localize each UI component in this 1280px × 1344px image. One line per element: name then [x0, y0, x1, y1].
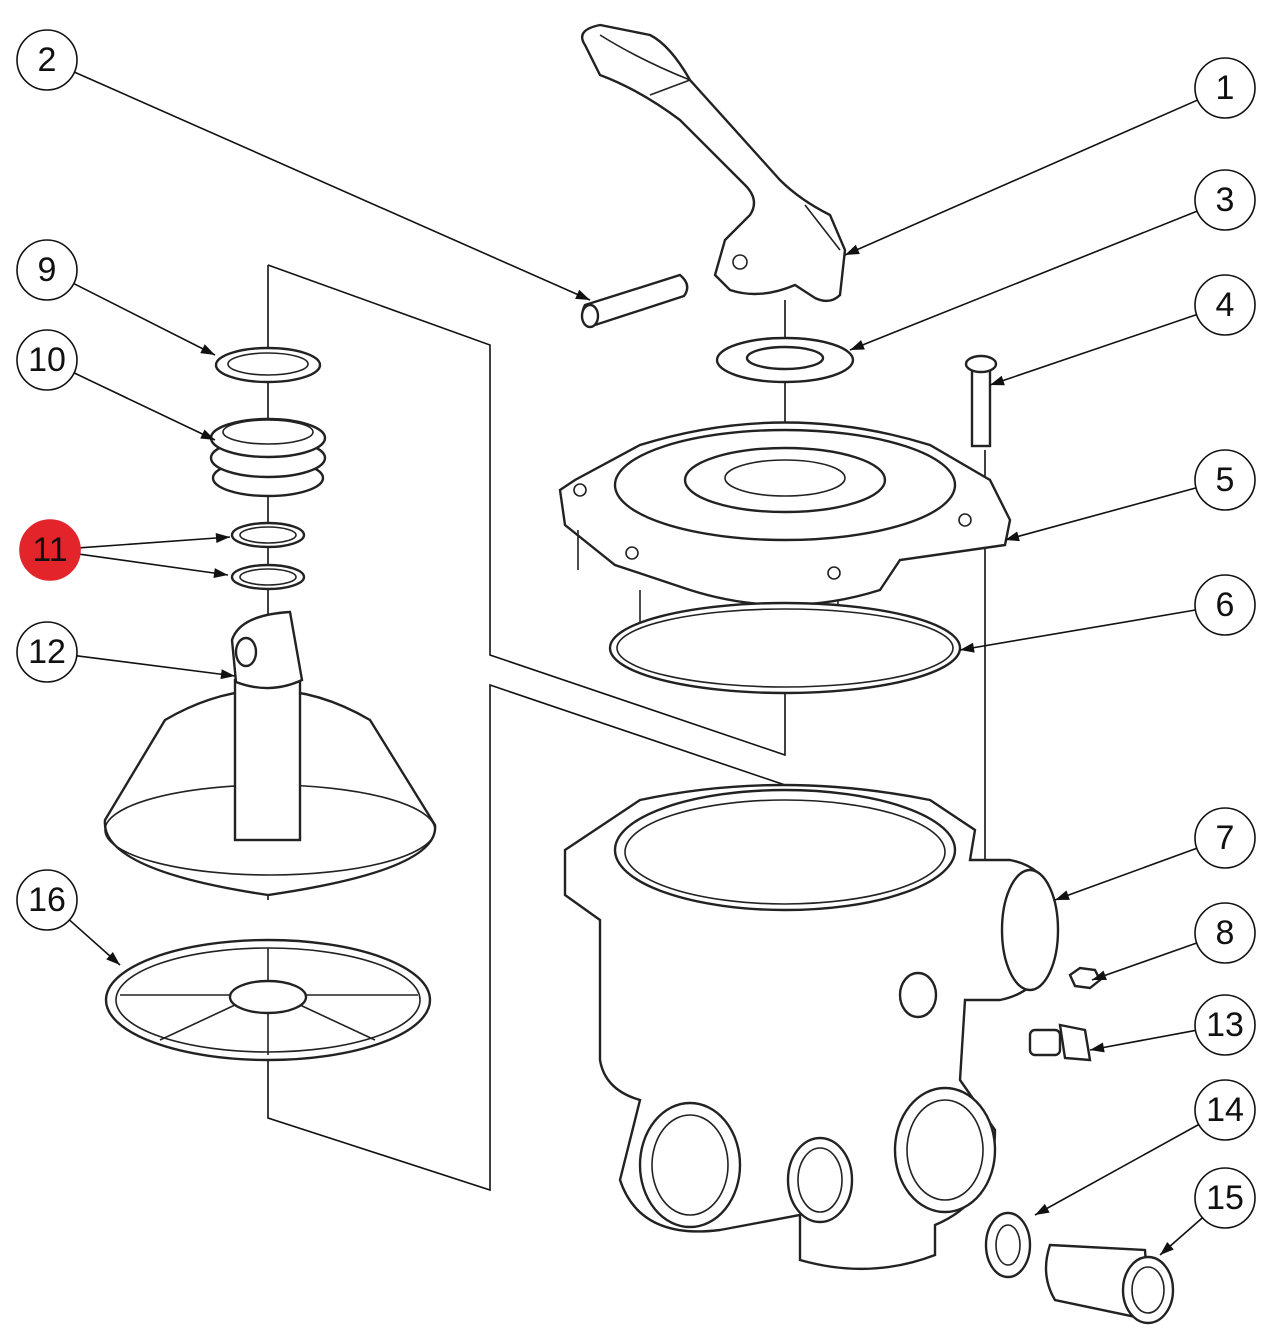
callout-3: 3 [1194, 169, 1256, 231]
leader-line-13 [1089, 1029, 1196, 1051]
callout-11: 11 [19, 519, 81, 581]
callout-circle [1194, 574, 1256, 636]
arrowhead-icon [1035, 1203, 1050, 1215]
callout-5: 5 [1194, 449, 1256, 511]
callout-10: 10 [16, 329, 78, 391]
callout-label: 14 [1206, 1091, 1244, 1129]
callout-circle [1194, 1079, 1256, 1141]
callout-circle [16, 239, 78, 301]
arrowhead-icon [200, 429, 215, 440]
callout-8: 8 [1194, 902, 1256, 964]
callout-13: 13 [1194, 994, 1256, 1056]
callout-12: 12 [16, 621, 78, 683]
leader-line-11 [79, 536, 231, 549]
leader-line-10 [73, 372, 216, 441]
leader-line-6 [959, 609, 1196, 651]
leader-line-12 [76, 655, 236, 677]
part-gasket [984, 1211, 1032, 1279]
arrowhead-icon [213, 568, 228, 579]
callout-circle [16, 29, 78, 91]
callout-6: 6 [1194, 574, 1256, 636]
part-drain-plug [1028, 1023, 1092, 1062]
arrowhead-icon [575, 289, 590, 300]
callout-circle [1194, 1167, 1256, 1229]
callout-circle [16, 329, 78, 391]
part-rotor-gasket [104, 938, 432, 1062]
part-spring [209, 417, 327, 498]
part-cover-oring [608, 601, 962, 695]
callout-label: 11 [32, 531, 67, 569]
callout-2: 2 [16, 29, 78, 91]
leader-line-14 [1034, 1123, 1200, 1216]
arrowhead-icon [1090, 1042, 1105, 1053]
part-pin [580, 273, 689, 329]
arrowhead-icon [200, 344, 215, 355]
callout-circle [19, 519, 81, 581]
arrowhead-icon [850, 340, 865, 350]
callout-circle [1194, 902, 1256, 964]
arrowhead-icon [1160, 1242, 1174, 1255]
callout-circle [16, 869, 78, 931]
callout-circle [1194, 169, 1256, 231]
callout-label: 4 [1216, 286, 1235, 324]
callout-16: 16 [16, 869, 78, 931]
callout-circle [16, 621, 78, 683]
callout-label: 15 [1206, 1179, 1244, 1217]
leader-line-11 [79, 553, 229, 576]
callout-circle [1194, 57, 1256, 119]
arrowhead-icon [1092, 970, 1107, 981]
callout-label: 8 [1216, 914, 1235, 952]
callout-label: 5 [1216, 461, 1235, 499]
callout-15: 15 [1194, 1167, 1256, 1229]
leader-line-4 [989, 313, 1197, 386]
arrowhead-icon [1005, 531, 1020, 542]
callout-circle [1194, 449, 1256, 511]
callout-label: 2 [38, 41, 57, 79]
part-small-orings [230, 521, 306, 591]
leader-line-5 [1004, 487, 1197, 541]
arrowhead-icon [960, 642, 975, 653]
arrowhead-icon [1055, 890, 1070, 900]
arrowhead-icon [845, 244, 860, 255]
callout-label: 3 [1216, 181, 1235, 219]
part-valve-cover [558, 421, 1012, 655]
part-handle [580, 23, 847, 303]
callout-circle [1194, 274, 1256, 336]
part-screw [964, 354, 998, 448]
leader-line-1 [844, 99, 1198, 256]
callout-4: 4 [1194, 274, 1256, 336]
arrowhead-icon [220, 669, 235, 680]
callout-label: 6 [1216, 586, 1235, 624]
callout-circle [1194, 994, 1256, 1056]
callout-7: 7 [1194, 807, 1256, 869]
callout-label: 10 [28, 341, 66, 379]
arrowhead-icon [106, 951, 120, 965]
leader-line-2 [74, 71, 591, 301]
callout-label: 16 [28, 881, 66, 919]
arrowhead-icon [990, 375, 1005, 386]
leader-line-7 [1054, 847, 1198, 901]
leader-line-3 [849, 210, 1198, 351]
callout-1: 1 [1194, 57, 1256, 119]
arrowhead-icon [215, 533, 230, 543]
leader-line-9 [73, 282, 216, 356]
callout-label: 7 [1216, 819, 1235, 857]
callout-label: 13 [1206, 1006, 1244, 1044]
part-washer [715, 336, 855, 384]
callout-circle [1194, 807, 1256, 869]
part-valve-body [563, 783, 1060, 1271]
leader-line-8 [1091, 942, 1197, 981]
part-ring [214, 346, 322, 384]
callout-label: 9 [38, 251, 57, 289]
callout-9: 9 [16, 239, 78, 301]
leader-lines [68, 71, 1203, 1256]
part-rotor [103, 610, 437, 897]
part-adapter [1044, 1243, 1175, 1325]
callout-14: 14 [1194, 1079, 1256, 1141]
callout-label: 12 [28, 633, 66, 671]
callout-label: 1 [1216, 69, 1235, 107]
